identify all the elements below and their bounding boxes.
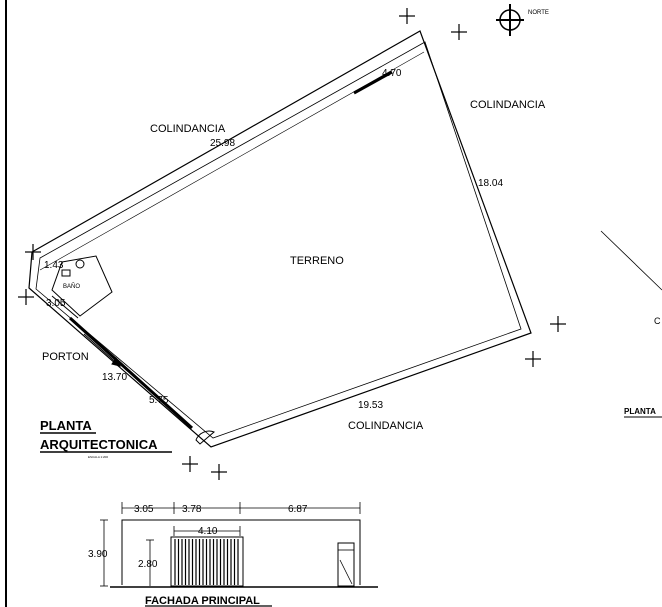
dim-porton-seg: 3.05 bbox=[46, 298, 66, 309]
terreno-label: TERRENO bbox=[290, 255, 344, 267]
bano-label: BAÑO bbox=[63, 283, 80, 290]
north-arrow-icon bbox=[496, 4, 524, 36]
dim-top: 25.98 bbox=[210, 138, 235, 149]
corner-marks bbox=[18, 8, 566, 480]
fachada-dim-height-door: 2.80 bbox=[138, 559, 158, 570]
colindancia-top-label: COLINDANCIA bbox=[150, 123, 226, 135]
plan-title-line1: PLANTA bbox=[40, 418, 92, 433]
dim-left-seg: 5.75 bbox=[149, 395, 169, 406]
dim-bottom: 19.53 bbox=[358, 400, 383, 411]
colindancia-bottom-label: COLINDANCIA bbox=[348, 420, 424, 432]
partial-side-text: C bbox=[654, 316, 661, 326]
plan-title-line2: ARQUITECTONICA bbox=[40, 437, 158, 452]
site-outline bbox=[28, 30, 532, 448]
dim-right: 18.04 bbox=[478, 178, 503, 189]
window-mark bbox=[353, 70, 393, 95]
fachada-dim-seg2: 3.78 bbox=[182, 504, 202, 515]
plan-title-scale: ESCALA 1:200 bbox=[88, 455, 108, 459]
dim-top-seg: 4.70 bbox=[382, 68, 402, 79]
bathroom-room bbox=[51, 255, 113, 317]
north-label: NORTE bbox=[528, 10, 549, 16]
dim-bano-width: 1.43 bbox=[44, 260, 64, 271]
fachada-dim-seg3: 6.87 bbox=[288, 504, 308, 515]
fachada-title: FACHADA PRINCIPAL bbox=[145, 595, 260, 607]
fachada-dim-height-total: 3.90 bbox=[88, 549, 108, 560]
fachada-dim-seg1: 3.05 bbox=[134, 504, 154, 515]
partial-line bbox=[600, 230, 662, 291]
colindancia-right-label: COLINDANCIA bbox=[470, 99, 546, 111]
partial-title: PLANTA bbox=[624, 407, 656, 416]
gate-slats bbox=[174, 539, 239, 585]
porton-label: PORTON bbox=[42, 351, 89, 363]
porton-gate bbox=[51, 295, 194, 430]
fachada-drawing bbox=[100, 502, 378, 588]
fachada-dim-door-width: 4.10 bbox=[198, 526, 218, 537]
door-swing bbox=[195, 430, 215, 445]
dim-left-total: 13.70 bbox=[102, 372, 127, 383]
